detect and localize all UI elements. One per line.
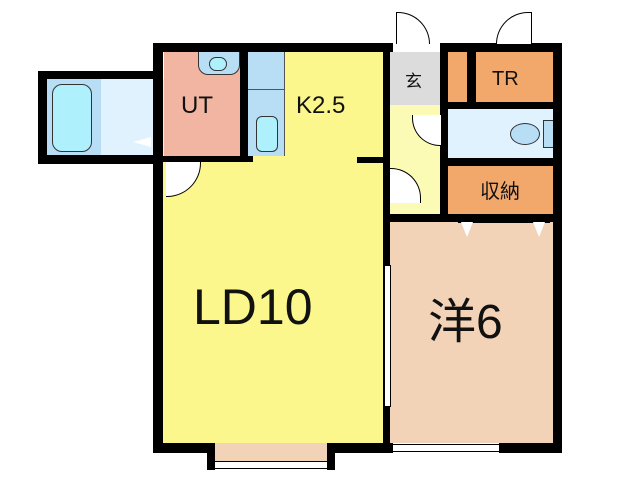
wall-ut-bottom xyxy=(163,156,253,162)
wall-shoe-right xyxy=(467,52,476,102)
closet-door-arrow-right-icon xyxy=(533,222,545,237)
storage-label: 収納 xyxy=(480,181,520,203)
tr-door[interactable] xyxy=(496,12,532,44)
wall-bay-left xyxy=(207,443,215,470)
western-room xyxy=(390,222,553,443)
wall-bottom-mid xyxy=(327,443,393,453)
wall-top-right xyxy=(440,43,562,52)
genkan-label: 玄 xyxy=(405,72,422,91)
wall-ut-right xyxy=(240,52,248,160)
trunk-room xyxy=(476,52,553,102)
wall-storage-bottom xyxy=(383,214,562,222)
ut-label: UT xyxy=(181,92,213,119)
wall-kitchen-stub xyxy=(357,157,387,163)
toilet-icon xyxy=(510,123,540,145)
wall-center-vertical xyxy=(383,43,390,453)
counter-divider xyxy=(248,89,284,90)
partition-sliding-door xyxy=(384,265,391,407)
genkan xyxy=(390,52,440,105)
bay-window-area xyxy=(215,443,327,461)
closet-door-arrow-left-icon xyxy=(461,222,473,237)
wall-bath-left xyxy=(38,71,47,164)
wall-right xyxy=(553,43,562,453)
wall-bath-top xyxy=(38,71,163,79)
wall-bottom-right xyxy=(499,443,562,453)
bay-window xyxy=(215,461,327,469)
wall-bay-right xyxy=(327,443,335,470)
sink-icon xyxy=(256,116,278,152)
wall-top-main xyxy=(153,43,393,52)
living-dining-room xyxy=(162,156,384,443)
bathtub-icon xyxy=(52,84,92,152)
bath-door-arrow-icon xyxy=(133,137,151,147)
wall-bath-bottom xyxy=(38,155,163,164)
wall-left-main xyxy=(153,43,163,453)
wall-genkan-right xyxy=(440,52,448,214)
wall-tr-bottom xyxy=(440,102,562,109)
tr-label: TR xyxy=(492,68,519,90)
wall-toilet-bottom xyxy=(440,158,562,166)
entrance-door[interactable] xyxy=(396,12,430,44)
wall-bottom-left xyxy=(153,443,215,453)
washbasin-icon xyxy=(209,57,227,71)
ld-label: LD10 xyxy=(193,279,313,335)
western-room-label: 洋6 xyxy=(428,296,503,349)
western-room-window xyxy=(393,444,499,452)
kitchen-label: K2.5 xyxy=(296,92,346,119)
storage-closet xyxy=(448,166,553,214)
shoe-cabinet xyxy=(447,52,467,102)
